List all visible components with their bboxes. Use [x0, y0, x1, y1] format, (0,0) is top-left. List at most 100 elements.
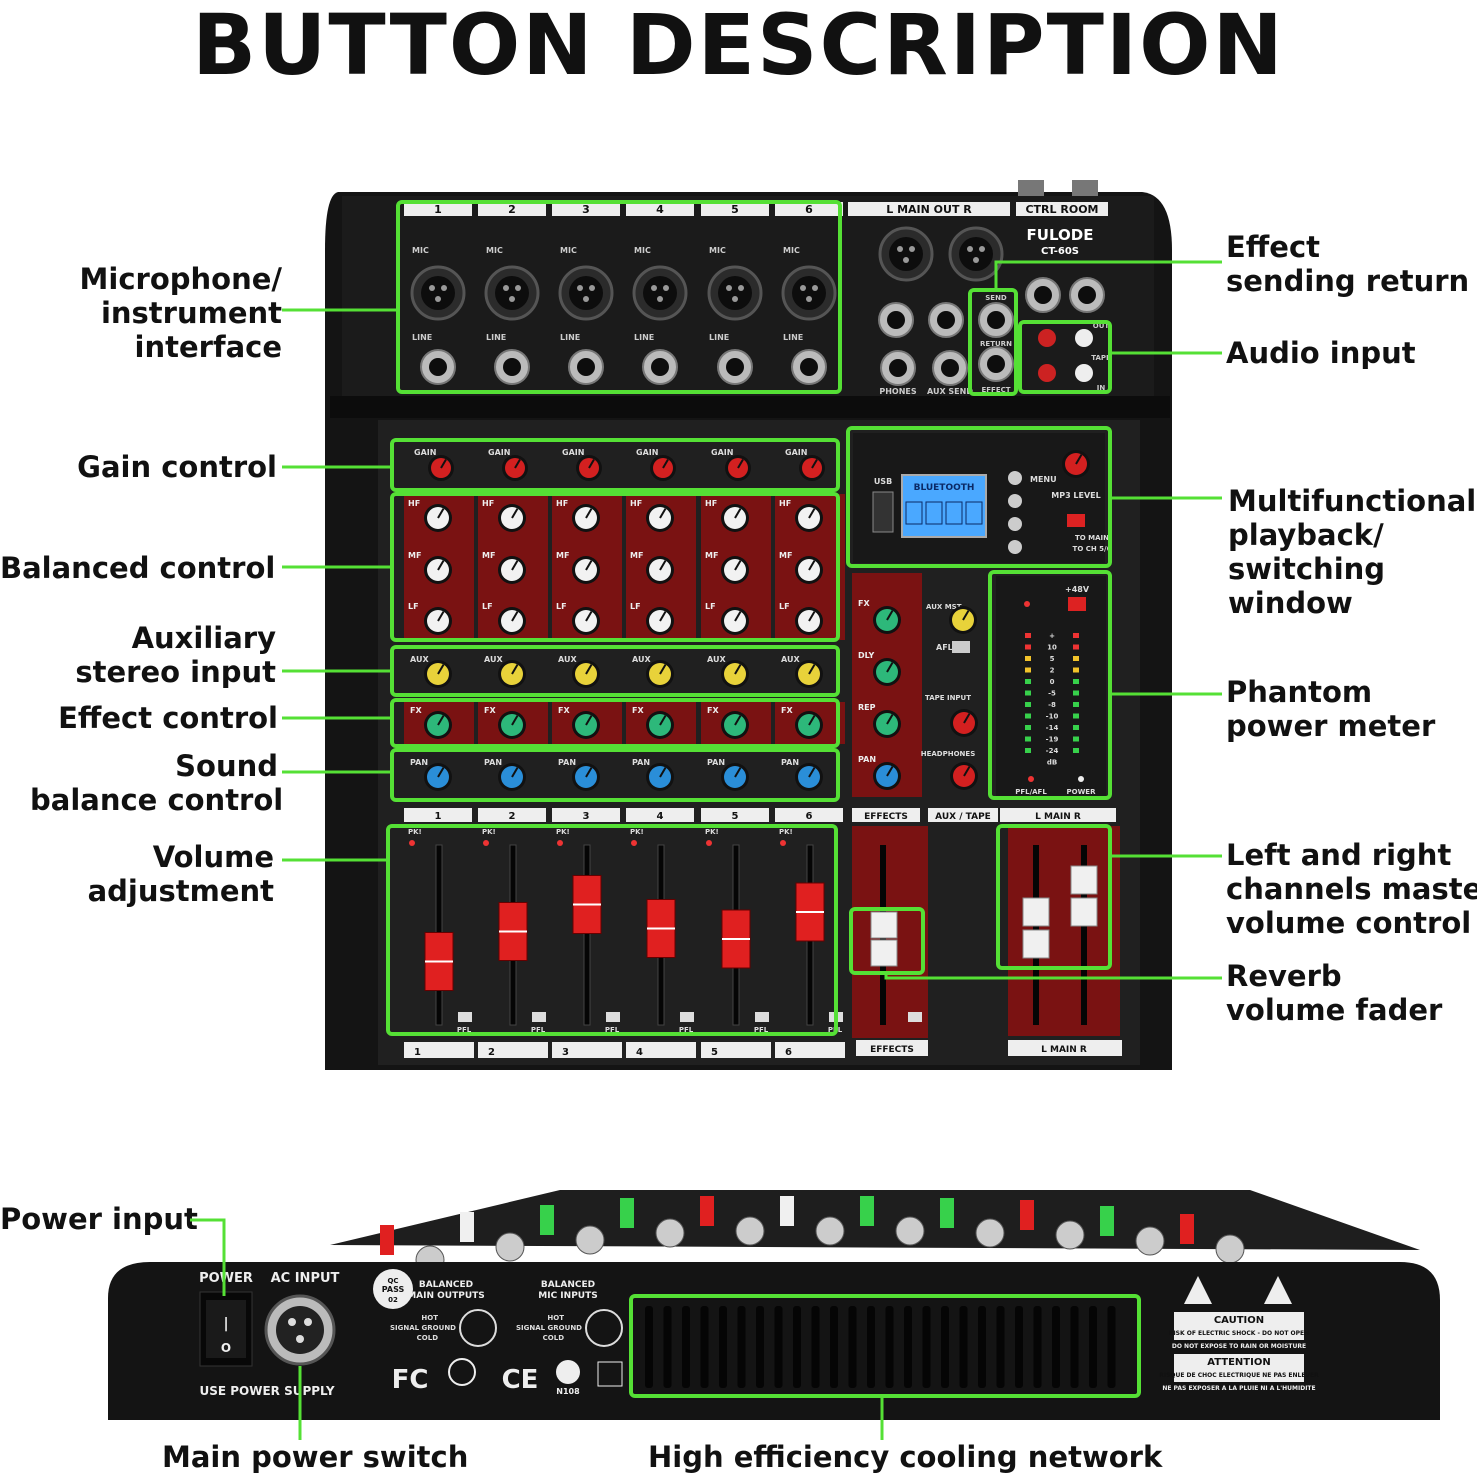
eq-knob-pointer	[659, 508, 667, 519]
usb-port	[872, 491, 894, 533]
back-view-knob	[700, 1196, 714, 1226]
pan-knob-pointer	[437, 767, 445, 778]
caution-sub: DO NOT EXPOSE TO RAIN OR MOISTURE	[1172, 1343, 1306, 1350]
channel-number: 5	[731, 203, 739, 216]
aux-knob-pointer	[437, 664, 445, 675]
aux-label: AUX	[632, 655, 651, 664]
xlr-input-jack-pin	[577, 285, 583, 291]
meter-led	[1025, 748, 1031, 753]
power-rocker	[206, 1300, 246, 1358]
xlr-input-jack-pin	[441, 285, 447, 291]
xlr-input-jack-pin	[651, 285, 657, 291]
page-title: BUTTON DESCRIPTION	[192, 0, 1285, 94]
meter-led	[1025, 702, 1031, 707]
ce-mark: CE	[502, 1365, 539, 1395]
label-cooling-network: High efficiency cooling network	[648, 1440, 1163, 1474]
cooling-vent	[1033, 1306, 1042, 1388]
fader-number: 2	[509, 811, 516, 822]
highlight-effect-send	[968, 288, 1018, 396]
hot-label: HOT	[547, 1314, 564, 1322]
pass-label: PASS	[382, 1285, 405, 1294]
brand-name: FULODE	[1027, 226, 1094, 244]
eq-label: LF	[408, 602, 419, 611]
pk-label: PK!	[556, 828, 570, 836]
back-view-jack	[1055, 1220, 1085, 1250]
aux-knob-pointer	[585, 664, 593, 675]
highlight-master	[996, 824, 1112, 970]
main-out-label: L MAIN OUT R	[886, 203, 972, 216]
line-label: LINE	[560, 333, 580, 342]
meter-mark: 10	[1047, 644, 1057, 652]
bottom-channel-number: 2	[488, 1047, 495, 1058]
meter-led	[1025, 667, 1031, 673]
gain-knob-pointer	[737, 458, 744, 469]
fader-number: 4	[657, 811, 664, 822]
channel-number: 1	[434, 203, 442, 216]
caution-title: CAUTION	[1214, 1315, 1264, 1326]
phantom-button	[1068, 597, 1086, 611]
xlr-input-jack-pin	[663, 285, 669, 291]
xlr-input-jack-pin	[732, 296, 738, 302]
fader-header	[404, 808, 472, 822]
highlight-pan	[390, 748, 840, 802]
back-view-knob	[620, 1198, 634, 1228]
cooling-vent	[719, 1306, 727, 1388]
to-main-label: TO MAIN	[1075, 534, 1109, 542]
aux-label: AUX	[410, 655, 429, 664]
attention-title: ATTENTION	[1207, 1357, 1270, 1368]
headphones-label: HEADPHONES	[921, 750, 976, 758]
eq-label: LF	[630, 602, 641, 611]
caution-text: RISK OF ELECTRIC SHOCK - DO NOT OPEN	[1169, 1330, 1309, 1337]
eq-knob-pointer	[808, 508, 816, 519]
pfl-label: PFL	[457, 1026, 472, 1034]
csa-mark	[448, 1358, 476, 1386]
back-view-jack	[1215, 1234, 1245, 1264]
fx-label: FX	[707, 706, 719, 715]
pfl-button	[458, 1012, 472, 1022]
to-ch-label: TO CH 5/6	[1073, 545, 1112, 553]
cooling-vent	[1052, 1306, 1060, 1388]
line-label: LINE	[486, 333, 506, 342]
back-view-knob	[460, 1212, 474, 1242]
cooling-vent	[700, 1306, 709, 1388]
xlr-input-jack-pin	[726, 285, 732, 291]
cooling-vent	[645, 1306, 653, 1388]
xlr-input-jack-pin	[812, 285, 818, 291]
pfl-label: PFL	[754, 1026, 769, 1034]
lcd-display	[901, 474, 987, 538]
eq-label: HF	[408, 499, 420, 508]
bottom-channel-number: 5	[711, 1047, 718, 1058]
ac-input-label: AC INPUT	[271, 1271, 340, 1286]
aux-knob-pointer	[659, 664, 667, 675]
lcd-icon-box	[925, 501, 943, 525]
pfl-button	[606, 1012, 620, 1022]
power-led	[1078, 776, 1084, 782]
pk-led	[557, 840, 563, 846]
xlr-input-jack-hole	[421, 276, 455, 310]
line-input-jack-hole	[726, 358, 744, 376]
pan-label: PAN	[781, 758, 799, 767]
pfl-button	[680, 1012, 694, 1022]
mic-label: MIC	[486, 246, 503, 255]
xlr-input-jack-pin	[515, 285, 521, 291]
eq-label: LF	[482, 602, 493, 611]
highlight-mic-inputs	[396, 200, 842, 394]
ctrl-room-r-jack-hole	[1078, 286, 1096, 304]
cooling-vent	[682, 1306, 690, 1388]
pan-label: PAN	[707, 758, 725, 767]
effects-fader-cap	[870, 911, 898, 939]
eq-label: MF	[779, 551, 792, 560]
mp3-level-label: MP3 LEVEL	[1051, 491, 1101, 500]
meter-mark: -24	[1046, 747, 1059, 755]
meter-mark: -14	[1046, 724, 1059, 732]
cooling-vent	[830, 1306, 838, 1388]
aux-tape-label: AUX / TAPE	[935, 812, 991, 822]
gain-knob-pointer	[662, 458, 669, 469]
main-out-r-jack-pin	[967, 246, 973, 252]
bottom-channel-tab	[775, 1042, 845, 1058]
back-view-jack	[1135, 1226, 1165, 1256]
main-fader-cap-l	[1022, 929, 1050, 959]
